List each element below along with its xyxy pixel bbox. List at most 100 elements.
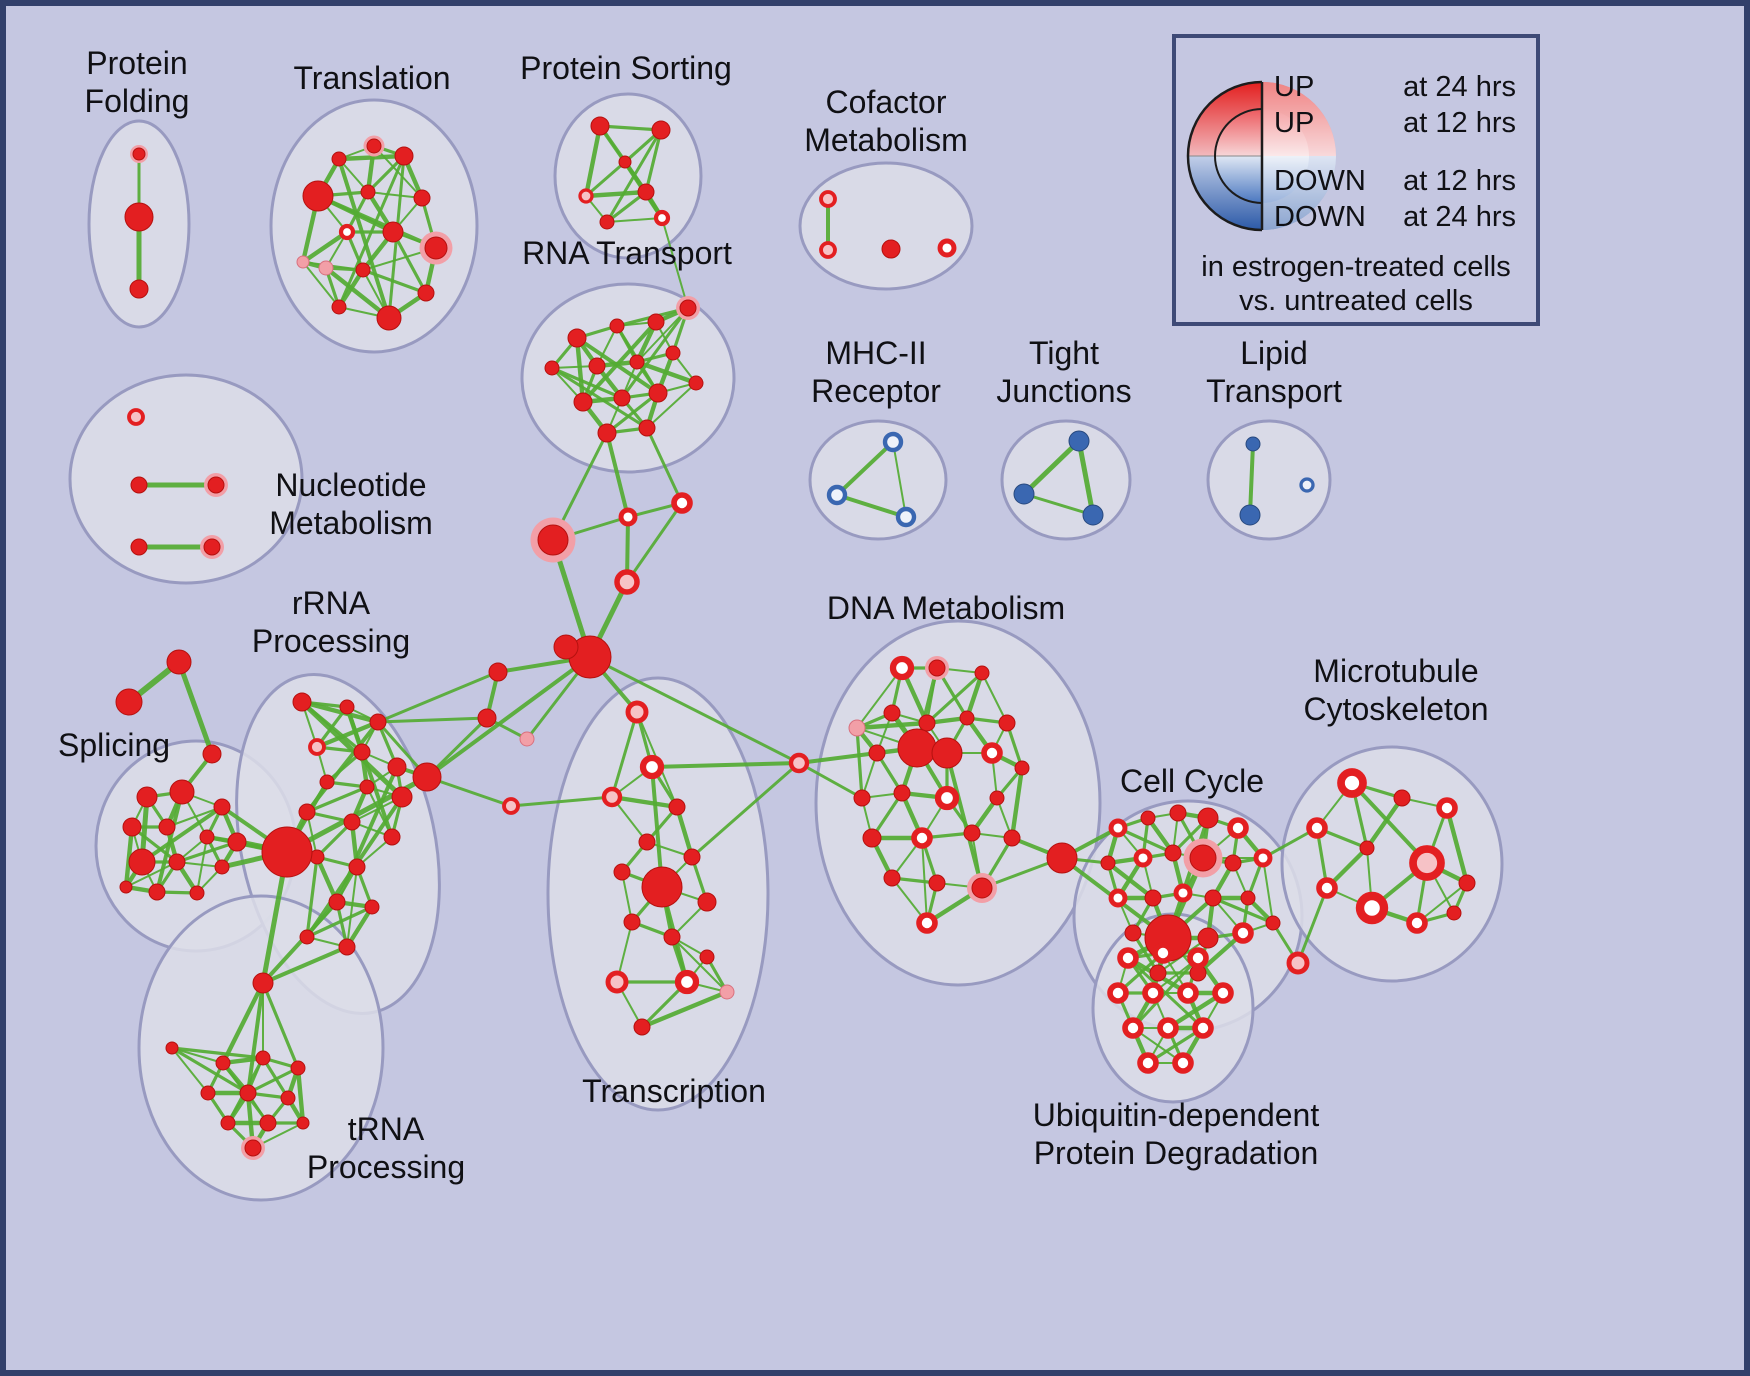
legend-footnote-line1: in estrogen-treated cells: [1201, 251, 1511, 283]
edge: [583, 123, 603, 199]
edge: [170, 1046, 265, 1060]
cluster-trna-processing: [137, 894, 385, 1202]
node: [679, 299, 697, 317]
node: [1172, 1052, 1194, 1074]
edge: [1211, 896, 1275, 925]
node: [338, 223, 356, 241]
edge: [797, 761, 864, 800]
node: [1265, 915, 1281, 931]
node: [502, 797, 520, 815]
node: [881, 239, 901, 259]
edge: [609, 794, 680, 810]
node: [166, 649, 192, 675]
edge: [636, 307, 689, 363]
edge: [645, 426, 684, 505]
node: [136, 786, 158, 808]
node: [119, 880, 133, 894]
node: [1239, 504, 1261, 526]
node: [618, 155, 632, 169]
node: [1306, 817, 1328, 839]
cluster-label-mhc-ii-receptor: Receptor: [811, 373, 941, 409]
node: [1355, 891, 1389, 925]
edge: [1021, 438, 1082, 497]
cluster-microtubule-cytoskeleton: [1280, 745, 1504, 983]
edge: [605, 391, 660, 435]
edge: [644, 128, 663, 194]
edge: [1146, 1026, 1205, 1065]
node: [597, 423, 617, 443]
node: [868, 744, 886, 762]
cluster-label-protein-folding: Folding: [85, 83, 190, 119]
node: [189, 885, 205, 901]
node: [648, 383, 668, 403]
node: [1197, 807, 1219, 829]
node: [699, 949, 715, 965]
edge: [964, 670, 985, 721]
node: [882, 431, 904, 453]
node: [130, 476, 148, 494]
node: [366, 138, 382, 154]
cluster-label-ubiquitin-degradation: Protein Degradation: [1034, 1135, 1319, 1171]
node: [974, 665, 990, 681]
node: [1316, 877, 1338, 899]
node: [918, 714, 936, 732]
node: [826, 484, 848, 506]
edge: [921, 837, 928, 924]
edge: [166, 806, 223, 828]
edge: [367, 191, 423, 199]
node: [674, 969, 700, 995]
node: [934, 785, 960, 811]
cluster-lipid-transport: [1206, 419, 1332, 541]
edge: [854, 720, 930, 731]
node: [1359, 840, 1375, 856]
node: [553, 634, 579, 660]
legend-footnote-line2: vs. untreated cells: [1239, 285, 1473, 317]
node: [1253, 848, 1273, 868]
edge: [1296, 886, 1329, 965]
node: [353, 743, 371, 761]
node: [671, 492, 693, 514]
cluster-label-translation: Translation: [293, 60, 450, 96]
node: [663, 928, 681, 946]
node: [567, 328, 587, 348]
node: [605, 970, 629, 994]
node: [931, 737, 963, 769]
node: [895, 506, 917, 528]
node: [1140, 810, 1156, 826]
cluster-label-tight-junctions: Tight: [1029, 335, 1099, 371]
node: [665, 345, 681, 361]
node: [1192, 1017, 1214, 1039]
node: [1409, 845, 1445, 881]
node: [601, 786, 623, 808]
edge: [1444, 805, 1470, 886]
node: [296, 1116, 310, 1130]
node: [1003, 829, 1021, 847]
node: [290, 1060, 306, 1076]
cluster-label-rrna-processing: Processing: [252, 623, 410, 659]
node: [911, 827, 933, 849]
node: [1393, 789, 1411, 807]
edge: [376, 670, 500, 724]
cluster-label-microtubule-cytoskeleton: Microtubule: [1313, 653, 1478, 689]
edge: [610, 710, 639, 799]
node: [1144, 889, 1162, 907]
node: [1204, 889, 1222, 907]
node: [417, 284, 435, 302]
node: [220, 1115, 236, 1131]
node: [359, 779, 375, 795]
edge: [1165, 990, 1226, 1031]
node: [132, 147, 146, 161]
node: [331, 151, 347, 167]
node: [719, 984, 735, 1000]
node: [959, 710, 975, 726]
edge: [661, 217, 689, 309]
cluster-rna-transport: [520, 282, 736, 474]
node: [200, 1085, 216, 1101]
cluster-label-transcription: Transcription: [582, 1073, 766, 1109]
node: [488, 662, 508, 682]
node: [937, 238, 957, 258]
cluster-label-nucleotide-metabolism: Metabolism: [269, 505, 433, 541]
edge: [300, 229, 350, 265]
node: [639, 754, 665, 780]
